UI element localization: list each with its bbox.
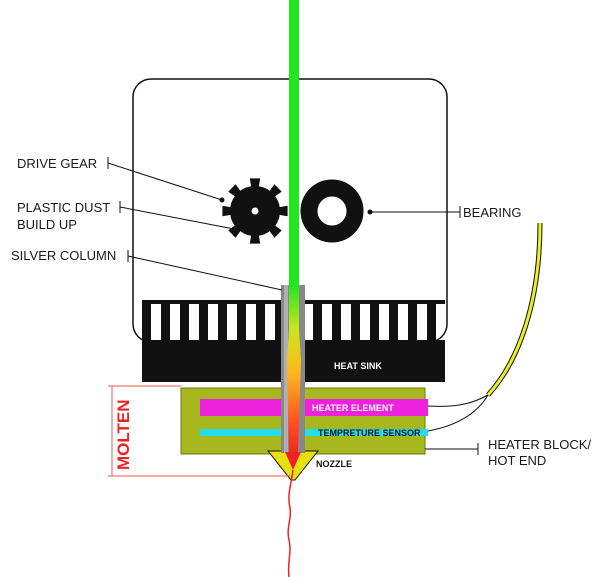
plastic-dust-label-line2: BUILD UP	[17, 217, 77, 232]
heat-sink-label: HEAT SINK	[334, 361, 382, 371]
drive-gear-pointer-dot	[219, 197, 225, 203]
plastic-dust-pointer-dot	[231, 226, 237, 232]
heat-sink-fin	[332, 300, 341, 342]
heat-sink-fin	[313, 300, 322, 342]
heat-sink-fin	[180, 300, 189, 342]
heater-element-label: HEATER ELEMENT	[312, 403, 394, 413]
heat-sink-fin	[256, 300, 265, 342]
bearing-pointer-dot	[367, 209, 373, 215]
leader-lines	[107, 157, 479, 455]
wires	[427, 222, 543, 432]
melt-arrow	[285, 452, 301, 470]
heater-element	[200, 399, 428, 416]
nozzle-label: NOZZLE	[316, 459, 352, 469]
silver-column-highlight	[284, 285, 288, 453]
filament	[289, 0, 299, 288]
heater-block-label-line2: HOT END	[488, 453, 546, 468]
bearing-label: BEARING	[463, 205, 522, 220]
extruded-thread	[287, 469, 294, 577]
heat-sink-fin	[218, 300, 227, 342]
heat-sink-fin	[199, 300, 208, 342]
bearing	[300, 179, 364, 243]
temperature-sensor-label: TEMPRETURE SENSOR	[318, 428, 421, 438]
heat-sink-fin	[161, 300, 170, 342]
heat-sink-fin	[237, 300, 246, 342]
heater-block-label-line1: HEATER BLOCK/	[488, 437, 591, 452]
heat-sink-fin	[351, 300, 360, 342]
melting-filament	[287, 285, 301, 460]
temperature-sensor	[200, 429, 428, 436]
heat-sink-fin	[408, 300, 417, 342]
molten-bracket	[108, 385, 290, 477]
gear-hub	[251, 207, 259, 215]
heat-sink-fin	[142, 300, 151, 342]
molten-label: MOLTEN	[114, 399, 133, 470]
drive-gear-label: DRIVE GEAR	[17, 156, 97, 171]
silver-column-label: SILVER COLUMN	[11, 248, 116, 263]
heat-sink-fin	[389, 300, 398, 342]
heat-sink-fin	[275, 300, 284, 342]
heat-sink-fin	[427, 300, 436, 342]
plastic-dust-label-line1: PLASTIC DUST	[17, 200, 110, 215]
heat-sink-fin	[370, 300, 379, 342]
